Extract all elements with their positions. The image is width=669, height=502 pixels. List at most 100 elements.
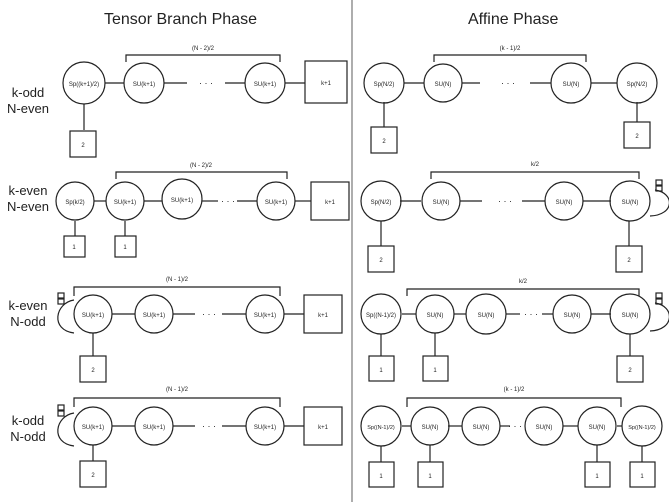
ellipsis: · · · (221, 196, 235, 206)
brace-label: k/2 (531, 162, 540, 168)
flavor-node (69, 130, 97, 158)
gauge-label: SU(N) (435, 82, 452, 88)
brace-line (406, 288, 640, 296)
brace-label: (N - 1)/2 (166, 277, 189, 283)
gauge-label: SU(N) (622, 313, 639, 319)
gauge-label: SU(N) (564, 313, 581, 319)
row-label-3-k: k-even (8, 298, 48, 313)
gauge-node (360, 180, 402, 222)
antisym-marker (57, 410, 65, 417)
flavor-node (303, 406, 343, 446)
gauge-label: Sp((k+1)/2) (69, 82, 99, 88)
flavor-node (63, 235, 86, 258)
flavor-label: 2 (628, 368, 632, 374)
gauge-label: SU(N) (622, 200, 639, 206)
gauge-node (550, 62, 592, 104)
gauge-label: SU(k+1) (143, 313, 165, 319)
gauge-node (461, 406, 501, 446)
gauge-node (465, 293, 507, 335)
adjoint-loop (57, 412, 75, 447)
flavor-label: 1 (379, 474, 383, 480)
row-label-4-k: k-odd (11, 413, 45, 428)
flavor-label: k+1 (318, 313, 329, 319)
antisym-marker (655, 179, 663, 186)
row-label-1-k: k-odd (11, 85, 45, 100)
brace-label: k/2 (519, 279, 528, 285)
gauge-label: SU(N) (563, 82, 580, 88)
tensor-branch-title: Tensor Branch Phase (104, 11, 257, 28)
gauge-label: SU(k+1) (143, 425, 165, 431)
ellipsis: · · · (202, 309, 216, 319)
flavor-node (368, 461, 395, 488)
flavor-node (616, 355, 644, 383)
ellipsis: · · · (524, 309, 538, 319)
brace-line (125, 54, 281, 62)
flavor-node (417, 461, 444, 488)
gauge-label: Sp((N-1)/2) (367, 425, 395, 431)
flavor-node (629, 461, 656, 488)
tensor-quiver-2: (N - 2)/2 · · · Sp(k/2) SU(k+1) SU(k+1) … (55, 163, 350, 258)
gauge-node (415, 294, 455, 334)
adjoint-loop (57, 299, 75, 334)
gauge-node (245, 406, 285, 446)
gauge-node (544, 181, 584, 221)
antisym-marker (57, 292, 65, 299)
gauge-label: SU(N) (478, 313, 495, 319)
gauge-label: SU(k+1) (254, 82, 276, 88)
ellipsis: · · · (202, 421, 216, 431)
flavor-node (79, 355, 107, 383)
flavor-node (303, 294, 343, 334)
flavor-node (615, 245, 643, 273)
flavor-node (422, 355, 449, 382)
brace-label: (N - 1)/2 (166, 387, 189, 393)
gauge-label: SU(N) (473, 425, 490, 431)
row-label-2-k: k-even (8, 183, 48, 198)
gauge-node (256, 181, 296, 221)
gauge-label: SU(N) (589, 425, 606, 431)
gauge-node (524, 406, 564, 446)
gauge-node (360, 293, 402, 335)
flavor-label: k+1 (325, 200, 336, 206)
gauge-label: SU(N) (536, 425, 553, 431)
row-label-4-n: N-odd (10, 429, 46, 444)
flavor-label: 2 (379, 258, 383, 264)
flavor-label: 2 (635, 134, 639, 140)
flavor-label: 2 (81, 143, 85, 149)
flavor-node (310, 181, 350, 221)
flavor-node (79, 460, 107, 488)
gauge-node (245, 294, 285, 334)
gauge-label: SU(k+1) (254, 313, 276, 319)
flavor-label: 1 (123, 245, 127, 251)
flavor-label: 1 (72, 245, 76, 251)
gauge-node (410, 406, 450, 446)
brace-label: (k - 1)/2 (504, 387, 525, 393)
flavor-node (584, 461, 611, 488)
gauge-label: Sp((N-1)/2) (628, 425, 656, 431)
affine-quiver-4: (k - 1)/2 · · · Sp((N-1)/2) SU(N) SU(N) … (360, 387, 663, 488)
gauge-node (609, 180, 651, 222)
flavor-label: 2 (627, 258, 631, 264)
row-label-4: k-odd N-odd (3, 413, 53, 445)
antisym-marker (655, 298, 663, 305)
gauge-node (134, 406, 174, 446)
gauge-node (134, 294, 174, 334)
gauge-label: SU(k+1) (133, 82, 155, 88)
affine-phase-title: Affine Phase (468, 11, 559, 28)
flavor-label: 1 (595, 474, 599, 480)
antisym-marker (57, 404, 65, 411)
flavor-label: 1 (428, 474, 432, 480)
flavor-label: 2 (91, 473, 95, 479)
gauge-node (363, 62, 405, 104)
row-label-3: k-even N-odd (3, 298, 53, 330)
antisym-marker (57, 298, 65, 305)
brace-label: (k - 1)/2 (500, 46, 521, 52)
brace-label: (N - 2)/2 (192, 46, 215, 52)
ellipsis: · · · (498, 196, 512, 206)
row-label-1-n: N-even (7, 101, 49, 116)
gauge-label: Sp((N-1)/2) (366, 313, 396, 319)
row-label-1: k-odd N-even (3, 85, 53, 117)
gauge-node (73, 406, 113, 446)
tensor-quiver-3: (N - 1)/2 · · · SU(k+1) SU(k+1) SU(k+1) … (57, 277, 343, 383)
tensor-quiver-4: (N - 1)/2 · · · SU(k+1) SU(k+1) SU(k+1) … (57, 387, 343, 488)
